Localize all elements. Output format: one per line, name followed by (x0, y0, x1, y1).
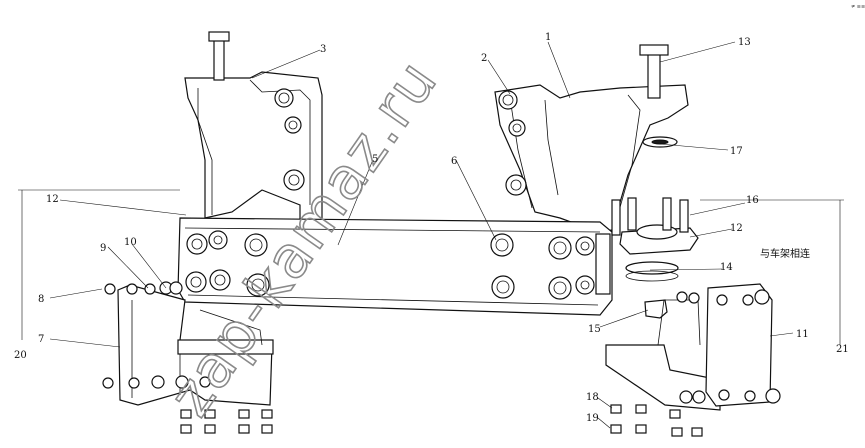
frame-connection-label: 与车架相连 (760, 247, 810, 260)
bolt-column-upper-left (274, 88, 305, 191)
callout-12-left: 12 (46, 194, 59, 205)
bolt-column-upper-right (498, 90, 527, 196)
corner-mark: ≠ ≡≡ (851, 4, 865, 10)
lower-right-support (605, 283, 773, 411)
callout-11: 11 (796, 329, 809, 340)
leader-lines (49, 41, 794, 429)
callout-12-right: 12 (730, 223, 743, 234)
extent-lines (18, 189, 844, 345)
callout-2: 2 (481, 53, 487, 64)
upper-right-bracket (494, 44, 689, 233)
callout-21: 21 (836, 344, 849, 355)
callout-17: 17 (730, 146, 743, 157)
callout-16: 16 (746, 195, 759, 206)
callout-7: 7 (38, 334, 44, 345)
callout-10: 10 (124, 237, 137, 248)
beam-bolts (185, 230, 595, 300)
callout-14: 14 (720, 262, 733, 273)
lower-right-fasteners (610, 289, 781, 437)
callout-9: 9 (100, 243, 106, 254)
callout-15: 15 (588, 324, 601, 335)
callout-3: 3 (320, 44, 326, 55)
callout-13: 13 (738, 37, 751, 48)
callout-20: 20 (14, 350, 27, 361)
callout-6: 6 (451, 156, 457, 167)
callout-18: 18 (586, 392, 599, 403)
callout-5: 5 (372, 154, 378, 165)
callout-1: 1 (545, 32, 551, 43)
callout-19: 19 (586, 413, 599, 424)
right-mount-stack (595, 197, 699, 319)
callout-8: 8 (38, 294, 44, 305)
lower-left-fasteners (102, 281, 273, 434)
